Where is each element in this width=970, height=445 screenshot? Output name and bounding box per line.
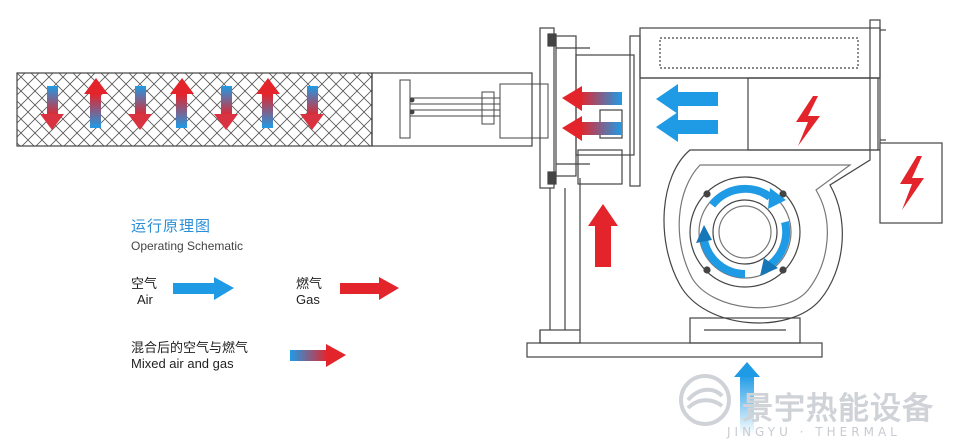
company-logo-icon [679,374,731,426]
control-lightning-icon [900,156,924,210]
air-arrow-upper [656,84,718,114]
burner-flange [539,27,635,189]
air-arrow-lower [656,112,718,142]
electric-lightning-icon [796,96,820,146]
mixed-arrow-lower [562,116,622,141]
legend-air-arrow [173,277,234,300]
up-arrow-2 [170,78,194,128]
legend-air-label-en: Air [137,292,153,307]
legend-gas-label-en: Gas [296,292,320,307]
mixed-arrow-upper [562,86,622,111]
control-box [879,142,943,224]
gas-inlet-arrow [588,204,618,267]
legend-mixed-label-en: Mixed air and gas [131,356,234,371]
down-arrow-3 [214,86,238,130]
down-arrow-2 [128,86,152,130]
chamber-flow-arrows [40,78,324,130]
up-arrow-1 [84,78,108,128]
company-logo-subtitle: JINGYU · THERMAL [727,425,901,439]
air-inlet-arrows [656,84,718,142]
base-frame [526,149,823,358]
bottom-air-arrow [734,362,760,435]
up-arrow-3 [256,78,280,128]
gas-lance [399,79,549,139]
down-arrow-4 [300,86,324,130]
company-logo-text: 景宇热能设备 [742,391,934,427]
fan-volute [663,149,871,324]
down-arrow-1 [40,86,64,130]
blower-air-box [629,19,886,187]
legend-title-en: Operating Schematic [131,239,244,253]
mixed-arrows-head [562,86,622,141]
legend-mixed-arrow [290,344,346,367]
legend-gas-arrow [340,277,399,300]
fan-rotation-arrows [696,184,791,278]
legend-title-cn: 运行原理图 [131,218,212,235]
legend-mixed-label-cn: 混合后的空气与燃气 [131,340,249,355]
legend-gas-label-cn: 燃气 [296,276,323,291]
legend-air-label-cn: 空气 [131,276,158,291]
